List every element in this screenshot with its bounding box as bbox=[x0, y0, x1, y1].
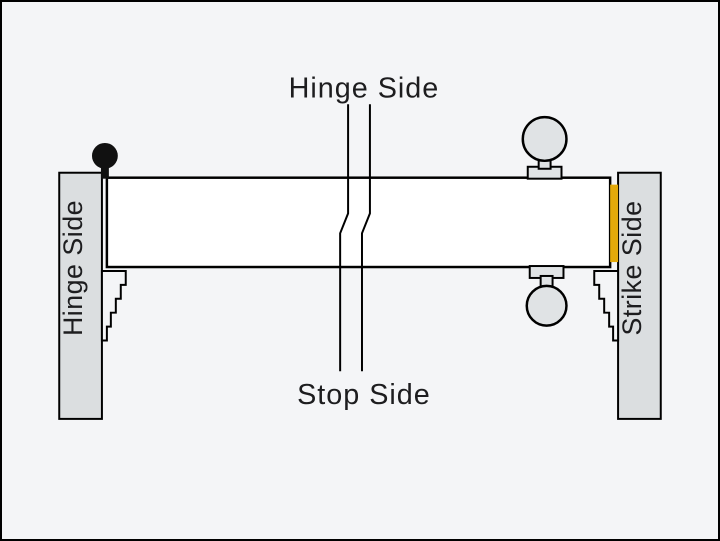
break-line-left bbox=[339, 104, 350, 372]
door-knob-bottom-icon bbox=[525, 284, 568, 327]
stop-profile-right-shape bbox=[593, 270, 620, 342]
bottom-label: Stop Side bbox=[297, 379, 431, 411]
break-line-right bbox=[360, 104, 371, 372]
door-slab bbox=[105, 176, 612, 269]
right-jamb bbox=[617, 171, 662, 420]
strike-plate bbox=[610, 184, 619, 263]
left-jamb bbox=[58, 171, 103, 420]
left-jamb-label: Hinge Side bbox=[58, 200, 88, 336]
top-label: Hinge Side bbox=[289, 72, 440, 104]
hinge-stem bbox=[100, 164, 109, 179]
door-knob-top-icon bbox=[521, 115, 568, 163]
right-jamb-label: Strike Side bbox=[617, 200, 647, 335]
stop-profile-left-shape bbox=[100, 270, 127, 342]
hinge-knuckle-icon bbox=[91, 142, 118, 169]
